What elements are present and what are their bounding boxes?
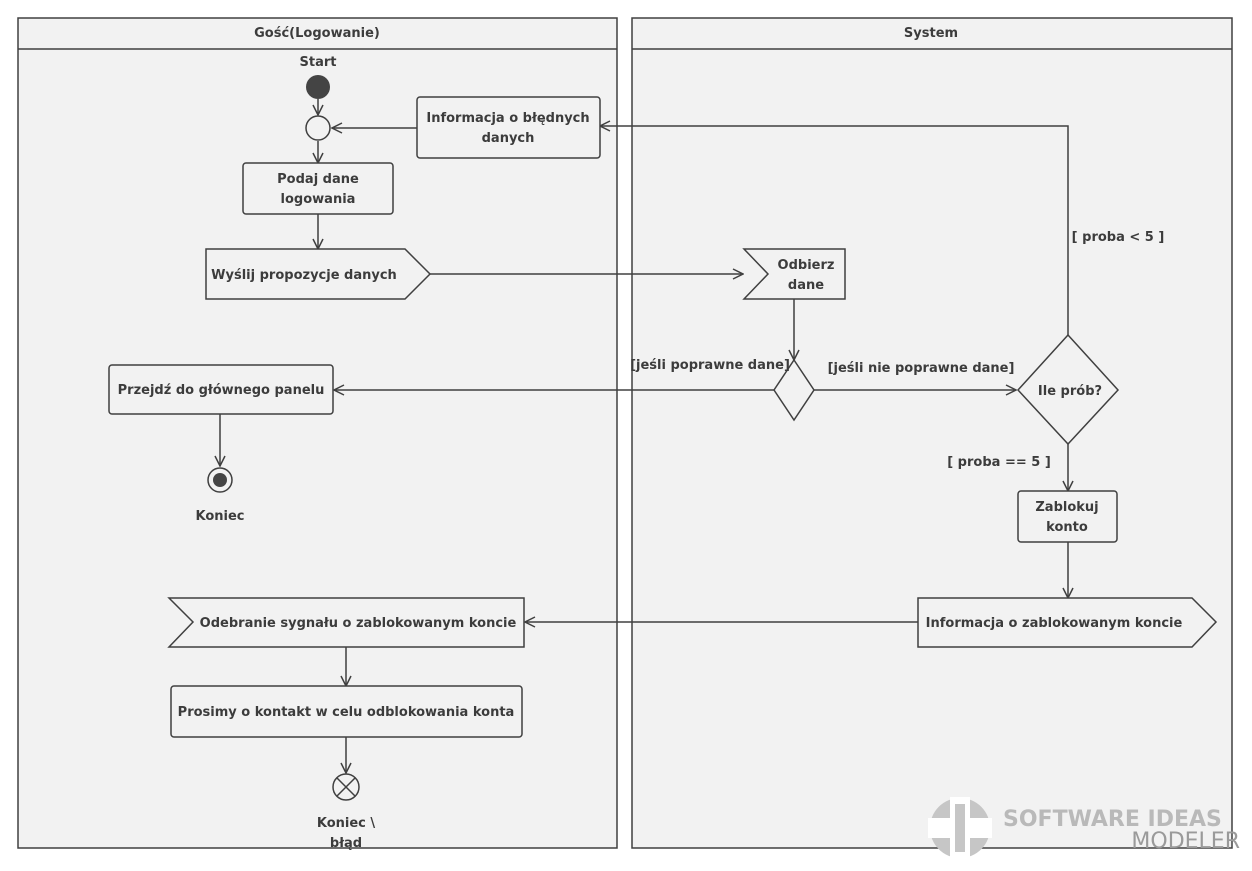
watermark-line1: SOFTWARE IDEAS	[1003, 807, 1222, 832]
receive-signal-data: Odbierz dane	[742, 248, 846, 300]
guard-valid: [jeśli poprawne dane]	[630, 358, 790, 373]
receive-data-line1: Odbierz	[778, 258, 835, 273]
send-data-label: Wyślij propozycje danych	[211, 268, 397, 283]
end-error-line2: błąd	[330, 836, 362, 851]
error-info-line2: danych	[482, 131, 535, 146]
lane-system: System	[631, 17, 1233, 849]
watermark-line2: MODELER	[1131, 829, 1240, 854]
watermark-logo-icon	[928, 797, 992, 859]
block-account-line2: konto	[1046, 520, 1088, 535]
action-contact-request: Prosimy o kontakt w celu odblokowania ko…	[170, 685, 523, 738]
start-node	[306, 75, 330, 99]
action-enter-data: Podaj dane logowania	[242, 162, 394, 215]
receive-data-line2: dane	[788, 278, 824, 293]
enter-data-line1: Podaj dane	[277, 172, 359, 187]
send-signal-blocked-info: Informacja o zablokowanym koncie	[917, 597, 1218, 648]
lane-system-title: System	[904, 26, 958, 41]
guard-lt5: [ proba < 5 ]	[1072, 230, 1165, 245]
enter-data-line2: logowania	[281, 192, 356, 207]
flow-final-node	[332, 773, 360, 801]
start-label: Start	[300, 55, 337, 70]
block-account-line1: Zablokuj	[1035, 500, 1098, 515]
error-info-line1: Informacja o błędnych	[426, 111, 589, 126]
action-block-account: Zablokuj konto	[1017, 490, 1118, 543]
action-error-info: Informacja o błędnych danych	[416, 96, 601, 159]
action-main-panel: Przejdź do głównego panelu	[108, 364, 334, 415]
guard-invalid: [jeśli nie poprawne dane]	[828, 361, 1015, 376]
guard-eq5: [ proba == 5 ]	[947, 455, 1051, 470]
edges	[220, 99, 1068, 773]
decision-validity	[773, 358, 815, 422]
end-node	[207, 467, 233, 493]
end-label: Koniec	[195, 509, 244, 524]
receive-signal-blocked: Odebranie sygnału o zablokowanym koncie	[167, 597, 525, 648]
lane-guest-title: Gość(Logowanie)	[254, 26, 380, 41]
merge-node	[305, 115, 331, 141]
watermark: SOFTWARE IDEAS MODELER	[928, 797, 1240, 859]
main-panel-label: Przejdź do głównego panelu	[118, 383, 325, 398]
end-error-line1: Koniec \	[317, 816, 376, 831]
attempts-label: Ile prób?	[1038, 384, 1102, 399]
edge-attempts-error	[600, 126, 1069, 335]
decision-attempts: Ile prób?	[1016, 333, 1120, 446]
send-signal-data: Wyślij propozycje danych	[205, 248, 432, 300]
contact-request-label: Prosimy o kontakt w celu odblokowania ko…	[178, 705, 515, 720]
receive-blocked-label: Odebranie sygnału o zablokowanym koncie	[200, 616, 517, 631]
blocked-info-label: Informacja o zablokowanym koncie	[926, 616, 1183, 631]
